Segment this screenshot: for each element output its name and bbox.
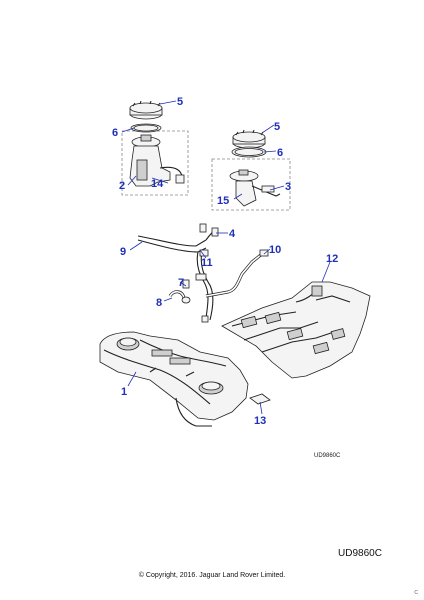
copyright-notice: © Copyright, 2016. Jaguar Land Rover Lim… xyxy=(138,572,286,579)
hose-and-clip xyxy=(168,279,191,304)
callout-labels: 5 6 2 14 5 6 3 15 4 9 10 11 12 7 8 1 13 xyxy=(112,96,338,427)
fuel-pump-assembly-left xyxy=(121,100,189,196)
callout-5-left: 5 xyxy=(177,96,183,108)
callout-5-right: 5 xyxy=(274,121,280,133)
wiring-harness xyxy=(137,223,219,323)
callout-14: 14 xyxy=(151,178,164,190)
fuel-tank xyxy=(99,331,271,427)
callout-1: 1 xyxy=(121,386,127,398)
callout-7: 7 xyxy=(178,277,184,289)
heat-shield xyxy=(221,281,371,379)
callout-6-right: 6 xyxy=(277,147,283,159)
callout-4: 4 xyxy=(229,228,236,240)
diagram-reference-small: UD9860C xyxy=(314,453,341,459)
callout-15: 15 xyxy=(217,195,229,207)
diagram-reference-large: UD9860C xyxy=(338,548,382,559)
callout-3: 3 xyxy=(285,181,291,193)
callout-2: 2 xyxy=(119,180,125,192)
leader-lines xyxy=(121,100,331,415)
corner-reference: C xyxy=(414,590,418,596)
fuel-line xyxy=(205,249,269,298)
callout-13: 13 xyxy=(254,415,266,427)
fuel-sender-assembly-right xyxy=(211,129,291,211)
callout-11: 11 xyxy=(201,257,213,269)
callout-8: 8 xyxy=(156,297,162,309)
callout-9: 9 xyxy=(120,246,126,258)
callout-12: 12 xyxy=(326,253,338,265)
callout-10: 10 xyxy=(269,244,281,256)
callout-6-left: 6 xyxy=(112,127,118,139)
